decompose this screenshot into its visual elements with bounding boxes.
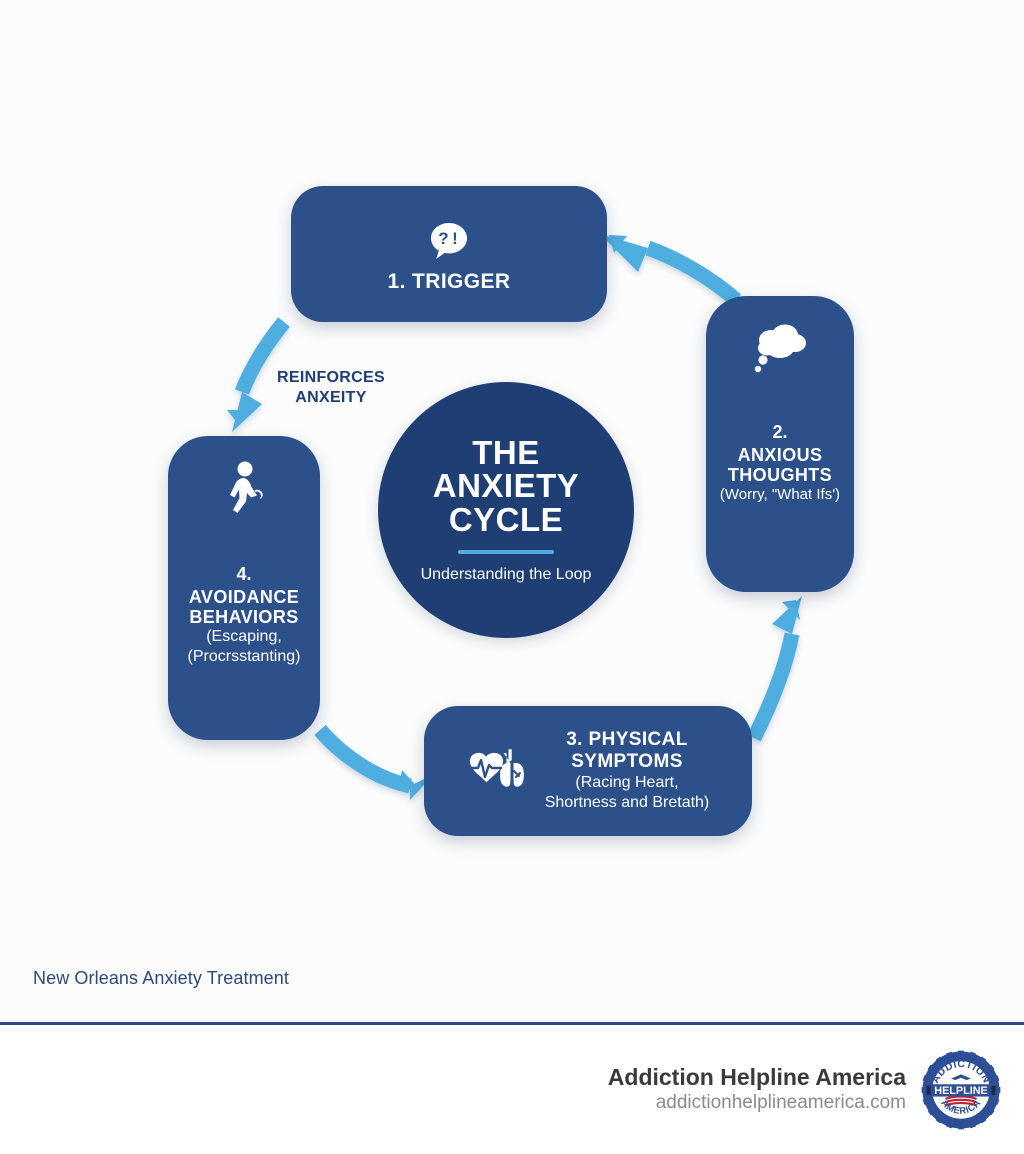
svg-text:?: ? — [438, 229, 448, 248]
hub-subtitle: Understanding the Loop — [420, 566, 592, 584]
hub-title-line2: ANXIETY — [432, 467, 580, 505]
page-caption: New Orleans Anxiety Treatment — [33, 968, 290, 988]
badge-bottom-text: AMERICA — [939, 1097, 982, 1116]
question-exclamation-speech-bubble-icon: ? ! — [428, 220, 470, 262]
node-anxious-thoughts-label-line2: THOUGHTS — [727, 465, 833, 486]
node-avoidance-behaviors-sub-line2: (Procrsstanting) — [187, 647, 301, 665]
node-avoidance-behaviors[interactable]: 4. AVOIDANCE BEHAVIORS (Escaping, (Procr… — [168, 436, 320, 740]
node-avoidance-behaviors-label-line1: AVOIDANCE — [188, 587, 300, 607]
node-avoidance-behaviors-label-line2: BEHAVIORS — [189, 607, 299, 628]
node-physical-symptoms-sub-line2: Shortness and Bretath) — [544, 794, 710, 812]
node-trigger[interactable]: ? ! 1. TRIGGER — [291, 186, 607, 322]
node-anxious-thoughts[interactable]: 2. ANXIOUS THOUGHTS (Worry, "What Ifs') — [706, 296, 854, 592]
hub-title-line1: THE — [472, 433, 540, 471]
brand-website[interactable]: addictionhelplineamerica.com — [655, 1091, 906, 1113]
reinforces-label-line1: REINFORCES — [277, 369, 385, 386]
heart-lungs-icon — [467, 747, 529, 795]
badge-center-text: HELPLINE — [934, 1084, 987, 1096]
node-anxious-thoughts-label-line1: ANXIOUS — [737, 445, 823, 465]
svg-text:!: ! — [452, 229, 458, 248]
footer-divider — [0, 1022, 1024, 1025]
anxiety-cycle-diagram: ? ! 1. TRIGGER — [168, 186, 854, 836]
node-physical-symptoms[interactable]: 3. PHYSICAL SYMPTOMS (Racing Heart, Shor… — [424, 706, 752, 836]
arrow-physical-to-thoughts — [747, 596, 802, 742]
walking-person-icon — [217, 460, 271, 516]
hub-accent-rule — [458, 550, 554, 555]
node-physical-symptoms-label-line2: SYMPTOMS — [571, 750, 683, 772]
node-avoidance-behaviors-number: 4. — [236, 564, 252, 584]
brand-name: Addiction Helpline America — [607, 1064, 906, 1091]
reinforces-anxiety-label: REINFORCES ANXEITY — [266, 368, 396, 408]
arrow-thoughts-to-trigger — [600, 234, 741, 306]
node-anxious-thoughts-sub: (Worry, "What Ifs') — [719, 486, 841, 504]
node-anxious-thoughts-number: 2. — [772, 422, 788, 442]
node-avoidance-behaviors-sub-line1: (Escaping, — [206, 628, 282, 646]
node-trigger-label: 1. TRIGGER — [387, 270, 511, 294]
center-hub: THE ANXIETY CYCLE Understanding the Loop — [378, 382, 634, 638]
node-physical-symptoms-label-line1: 3. PHYSICAL — [566, 729, 688, 751]
arrow-avoidance-to-physical — [314, 724, 434, 800]
footer-text-block: Addiction Helpline America addictionhelp… — [608, 1064, 906, 1114]
node-physical-symptoms-sub-line1: (Racing Heart, — [575, 773, 679, 791]
thought-bubble-icon — [747, 322, 813, 378]
footer-bar: Addiction Helpline America addictionhelp… — [0, 1025, 1024, 1154]
reinforces-label-line2: ANXEITY — [295, 389, 367, 406]
svg-text:AMERICA: AMERICA — [939, 1097, 982, 1116]
addiction-helpline-america-logo-badge: ADDICTION HELPLINE — [920, 1049, 1002, 1131]
hub-title-line3: CYCLE — [448, 500, 564, 538]
